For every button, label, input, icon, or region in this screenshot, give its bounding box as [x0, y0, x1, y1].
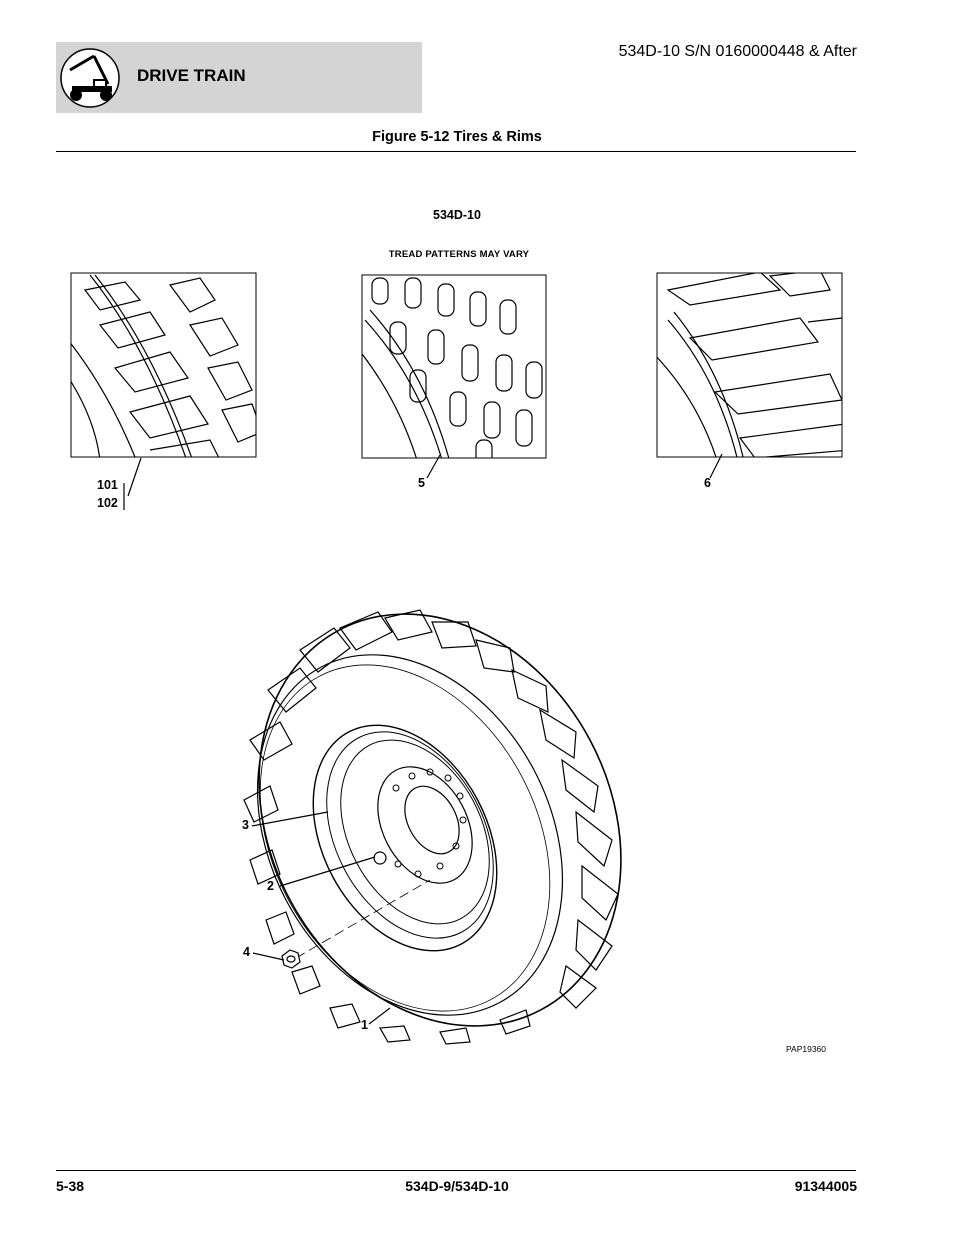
tread-detail-101 — [70, 272, 257, 510]
tread-detail-6 — [656, 272, 843, 479]
footer-models: 534D-9/534D-10 — [405, 1178, 509, 1194]
figure-title: Figure 5-12 Tires & Rims — [372, 129, 542, 145]
lug-nut — [281, 949, 301, 969]
telehandler-icon — [60, 48, 120, 108]
model-label: 534D-10 — [433, 208, 481, 222]
section-title: DRIVE TRAIN — [137, 66, 246, 85]
tread-detail-5 — [361, 274, 547, 479]
callout-2: 2 — [267, 879, 274, 893]
footer-rule — [56, 1170, 856, 1171]
callout-6: 6 — [704, 476, 711, 490]
callout-101: 101 — [97, 478, 118, 492]
callout-1: 1 — [361, 1018, 368, 1032]
page-number: 5-38 — [56, 1178, 85, 1194]
tread-note: TREAD PATTERNS MAY VARY — [388, 249, 530, 260]
illustration-reference: PAP19360 — [786, 1044, 827, 1054]
document-number: 91344005 — [794, 1178, 857, 1194]
callout-4: 4 — [243, 945, 250, 959]
callout-5: 5 — [418, 476, 425, 490]
serial-range: 534D-10 S/N 0160000448 & After — [618, 43, 857, 60]
callout-102: 102 — [97, 496, 118, 510]
header-rule — [56, 151, 856, 152]
tire-rim-assembly — [243, 609, 622, 1045]
callout-3: 3 — [242, 818, 249, 832]
section-header: DRIVE TRAIN — [56, 42, 422, 113]
